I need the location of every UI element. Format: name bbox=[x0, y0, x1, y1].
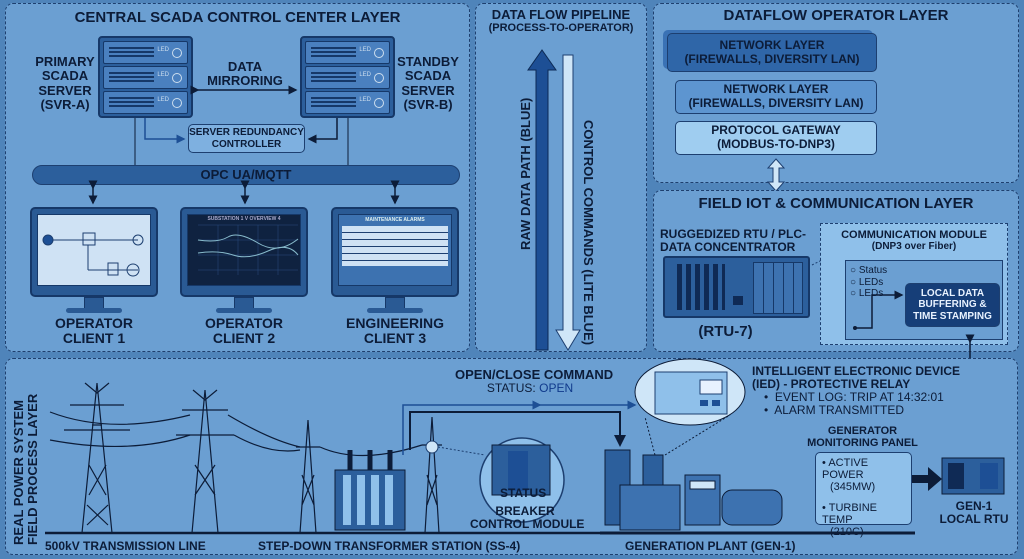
screen-title: SUBSTATION 1 V OVERVIEW 4 bbox=[207, 216, 281, 222]
operator-client-2-monitor[interactable]: SUBSTATION 1 V OVERVIEW 4 bbox=[180, 207, 308, 297]
gateway-double-arrow bbox=[766, 158, 786, 192]
generator-monitoring-panel[interactable]: • ACTIVE POWER(345MW) • TURBINE TEMP(210… bbox=[815, 452, 912, 538]
transmission-tower-1 bbox=[64, 382, 130, 534]
central-connectors bbox=[88, 85, 400, 205]
status-value: OPEN bbox=[539, 381, 574, 396]
pipeline-title: DATA FLOW PIPELINE(PROCESS-TO-OPERATOR) bbox=[488, 7, 634, 35]
trend-chart bbox=[197, 224, 299, 275]
breaker-status-label: STATUS bbox=[500, 486, 547, 500]
rtu-label: RUGGEDIZED RTU / PLC-DATA CONCENTRATOR bbox=[660, 227, 806, 255]
power-system-illustration bbox=[45, 358, 1005, 535]
pipeline-arrows bbox=[527, 49, 581, 351]
rtu-device[interactable] bbox=[663, 256, 810, 318]
transmission-line-label: 500kV TRANSMISSION LINE bbox=[45, 539, 206, 553]
operator-title: DATAFLOW OPERATOR LAYER bbox=[723, 7, 949, 24]
network-layer-box-2[interactable]: NETWORK LAYER(FIREWALLS, DIVERSITY LAN) bbox=[675, 80, 877, 114]
comm-module-title: COMMUNICATION MODULE(DNP3 over Fiber) bbox=[841, 229, 987, 253]
central-title: CENTRAL SCADA CONTROL CENTER LAYER bbox=[74, 9, 401, 26]
transmission-tower-4 bbox=[422, 416, 442, 534]
standby-server[interactable] bbox=[300, 36, 395, 118]
ethernet-port-icon bbox=[733, 296, 743, 305]
transformer-station-label: STEP-DOWN TRANSFORMER STATION (SS-4) bbox=[258, 539, 521, 553]
ied-info: INTELLIGENT ELECTRONIC DEVICE(IED) - PRO… bbox=[752, 364, 961, 417]
control-command-arrow bbox=[555, 54, 581, 351]
ied-magnifier bbox=[634, 358, 746, 456]
single-line-diagram bbox=[42, 232, 144, 277]
field-title: FIELD IOT & COMMUNICATION LAYER bbox=[698, 195, 974, 212]
panel-to-rtu-arrow bbox=[912, 467, 942, 491]
network-layer-box-1[interactable]: NETWORK LAYER(FIREWALLS, DIVERSITY LAN) bbox=[667, 33, 877, 72]
generation-plant-label: GENERATION PLANT (GEN-1) bbox=[625, 539, 796, 553]
transformer-icon bbox=[334, 450, 406, 531]
status-leds: ○ Status○ LEDs○ LEDs bbox=[850, 265, 888, 299]
rtu-id: (RTU-7) bbox=[698, 323, 753, 340]
raw-data-path-label: RAW DATA PATH (BLUE) bbox=[518, 97, 533, 250]
operator-client-1-monitor[interactable] bbox=[30, 207, 158, 297]
pipeline-panel bbox=[475, 3, 647, 352]
raw-data-arrow bbox=[527, 49, 557, 351]
protocol-gateway-box[interactable]: PROTOCOL GATEWAY(MODBUS-TO-DNP3) bbox=[675, 121, 877, 155]
breaker-magnifier bbox=[437, 437, 565, 523]
transmission-tower-2 bbox=[176, 389, 234, 534]
alarm-table bbox=[342, 225, 448, 266]
engineering-client-3-monitor[interactable]: MAINTENANCE ALARMS bbox=[331, 207, 459, 297]
generation-plant-icon bbox=[600, 449, 915, 535]
control-commands-label: CONTROL COMMANDS (LITE BLUE) bbox=[581, 120, 596, 346]
screen-title: MAINTENANCE ALARMS bbox=[365, 217, 425, 223]
gen-1-rtu-device bbox=[941, 457, 1005, 495]
transmission-tower-3 bbox=[296, 419, 320, 534]
primary-server[interactable] bbox=[98, 36, 193, 118]
